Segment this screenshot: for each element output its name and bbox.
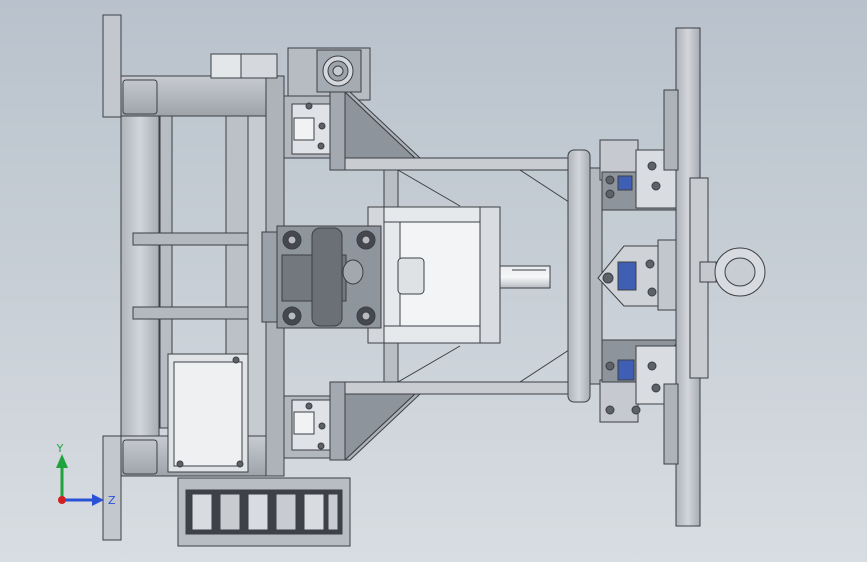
- motor-shaft: [499, 265, 551, 289]
- motor-mount: [261, 225, 382, 329]
- axis-y-label: Y: [56, 442, 64, 455]
- electrical-box: [167, 353, 249, 473]
- top-connector: [210, 47, 371, 101]
- flange-plate: [567, 149, 603, 403]
- lifting-eye-icon: [699, 247, 766, 297]
- servo-motor: [367, 206, 551, 344]
- frame-post-left: [120, 75, 160, 477]
- cross-rod-upper: [132, 232, 266, 246]
- upper-bracket: [329, 91, 422, 171]
- gripper-upper: [599, 139, 682, 211]
- frame-top-tube: [120, 75, 272, 117]
- gripper-middle: [597, 239, 687, 311]
- cross-rod-lower: [132, 306, 266, 320]
- coordinate-triad-icon: Y Z: [56, 442, 116, 507]
- lower-bracket: [329, 381, 422, 461]
- left-upright-top: [102, 14, 122, 118]
- left-upright-bottom: [102, 435, 122, 541]
- axis-z-label: Z: [108, 494, 116, 507]
- cable-chain: [177, 477, 351, 547]
- gripper-lower: [599, 339, 682, 423]
